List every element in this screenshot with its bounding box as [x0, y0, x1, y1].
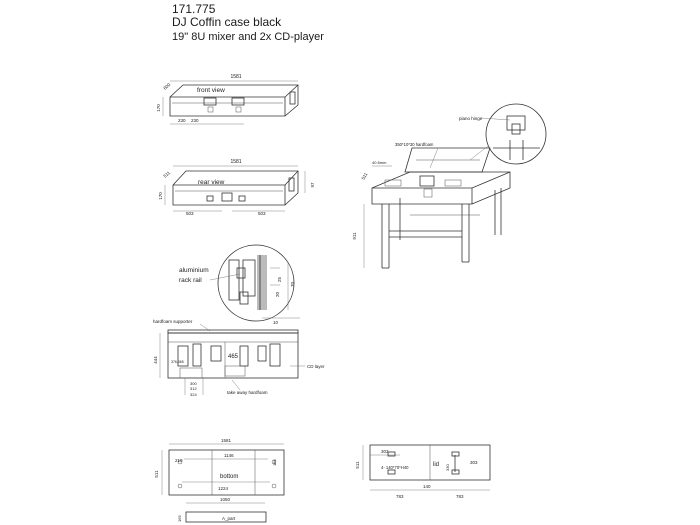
rail-detail: 25 20 70 10 aluminium rack rail [179, 244, 300, 325]
product-title: DJ Coffin case black [172, 15, 282, 29]
section-dim-465: 465 [228, 354, 239, 360]
rear-dim-right: 503 [258, 211, 266, 216]
hardfoam-label: 350*10*30 hardfoam [395, 142, 434, 147]
stand-dim-depth: 511 [361, 171, 369, 180]
stand-width-tag: 40 8mm [372, 160, 387, 165]
rear-dim-side: 97 [310, 182, 315, 188]
cd-layer-label: CD layer [307, 364, 325, 369]
hardfoam-supporter-label: hardfoam supporter [153, 319, 193, 324]
lid-label: lid [433, 462, 439, 468]
bottom-dim-1224: 1224 [218, 486, 229, 491]
bottom-dim-1146: 1146 [224, 453, 234, 458]
section-dim-312: 312 [190, 386, 197, 391]
lid-dim-303-top: 303 [381, 449, 389, 454]
front-dim-depth: 600 [162, 82, 171, 91]
bottom-dim-186: 186 [272, 459, 277, 466]
rear-dim-depth: 511 [162, 170, 171, 179]
section-dim-444: 444 [153, 356, 158, 364]
rear-dim-length: 1581 [230, 159, 241, 165]
perspective-view: 911 511 40 8mm 350*10*30 hardfoam piano … [352, 103, 547, 269]
section-dim-324: 324 [190, 392, 197, 397]
rear-view-label: rear view [198, 179, 225, 186]
rail-label-2: rack rail [179, 277, 202, 284]
front-dim-b: 230 [191, 118, 199, 123]
model-number: 171.775 [172, 2, 216, 16]
bottom-dim-1050: 1050 [220, 497, 231, 502]
lid-dim-511: 511 [355, 461, 360, 469]
rear-view: 1581 rear view 511 170 97 503 503 [158, 159, 315, 216]
bottom-dim-210: 210 [175, 458, 183, 463]
product-description: 19" 8U mixer and 2x CD-player [172, 31, 324, 43]
take-away-label: take away hardfoam [227, 390, 268, 395]
bottom-dim-total: 1581 [221, 438, 232, 443]
rail-dim-70: 70 [290, 281, 295, 287]
bottom-label: bottom [220, 474, 238, 480]
section-dim-side: 376,465 [171, 360, 184, 364]
section-dim-300: 300 [190, 381, 197, 386]
front-view-label: front view [197, 87, 225, 94]
rear-dim-left: 503 [186, 211, 194, 216]
front-dim-height: 170 [156, 104, 161, 112]
front-dim-a: 230 [178, 118, 186, 123]
lid-hinge-spec: 4- 140*70*H40 [381, 465, 409, 470]
rail-label-1: aluminium [179, 267, 209, 274]
lid-dim-303-right: 303 [470, 460, 478, 465]
lid-view: 303 4- 140*70*H40 lid 330 303 511 140 78… [355, 444, 491, 499]
rail-dim-20: 20 [275, 291, 280, 297]
rail-dim-10: 10 [273, 320, 279, 325]
lid-dim-783-left: 783 [396, 494, 404, 499]
lid-dim-330: 330 [445, 464, 450, 471]
stand-dim-height: 911 [352, 232, 357, 240]
a-part-dim-165: 165 [177, 515, 182, 522]
section-view: hardfoam supporter 444 465 376,465 CD la… [153, 319, 325, 397]
front-view: 1581 front view 600 170 230 230 [156, 74, 299, 125]
bottom-view: 1581 1146 210 186 bottom 1224 511 1050 A… [154, 438, 285, 523]
lid-dim-783-right: 783 [456, 494, 464, 499]
bottom-dim-511: 511 [154, 470, 159, 478]
lid-dim-140: 140 [423, 484, 431, 489]
a-part-label: A_part [222, 516, 236, 521]
rail-dim-25: 25 [277, 276, 282, 282]
rear-dim-height: 170 [158, 192, 163, 200]
front-dim-length: 1581 [230, 74, 241, 80]
piano-hinge-label: piano hinge [459, 116, 483, 121]
